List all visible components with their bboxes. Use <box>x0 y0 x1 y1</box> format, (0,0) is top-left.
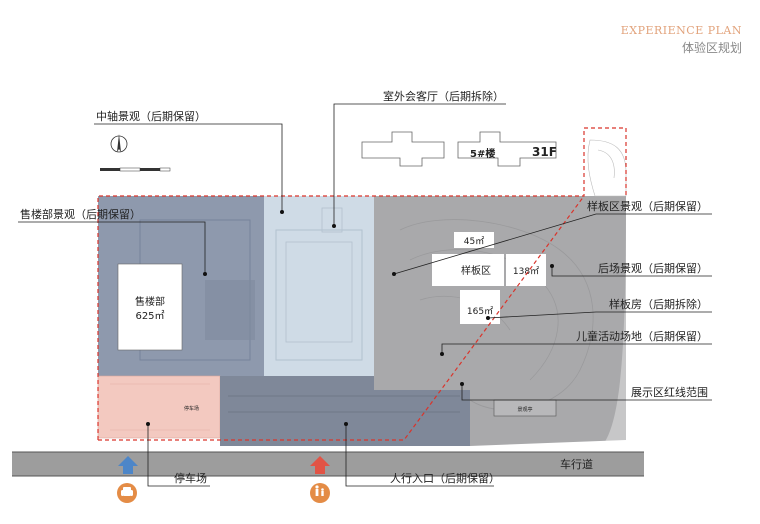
showroom-name: 样板区 <box>461 264 491 277</box>
label-show-area-landscape: 样板区景观（后期保留） <box>587 199 708 213</box>
tower-5-outline <box>361 131 557 167</box>
label-road: 车行道 <box>560 457 593 471</box>
scale-bar <box>100 167 171 172</box>
label-pedestrian-entrance: 人行入口（后期保留） <box>390 471 500 485</box>
leader-children-area <box>440 343 712 356</box>
label-redline: 展示区红线范围 <box>631 385 708 399</box>
label-outdoor-lounge: 室外会客厅（后期拆除） <box>383 89 504 103</box>
unit-45-building <box>454 232 494 248</box>
leader-rear-landscape <box>550 264 712 277</box>
title-cn: 体验区规划 <box>681 41 742 55</box>
leader-show-house <box>486 311 712 320</box>
label-central-axis: 中轴景观（后期保留） <box>96 109 206 123</box>
vehicle-entry-arrow-icon <box>118 456 138 474</box>
label-rear-landscape: 后场景观（后期保留） <box>598 261 708 275</box>
redline-boundary-top <box>97 127 627 440</box>
pedestrian-entry-arrow-icon <box>310 456 330 474</box>
leader-sales-landscape <box>18 221 207 276</box>
sales-office-building <box>117 263 183 351</box>
sales-office-area: 625㎡ <box>135 310 164 322</box>
leader-parking <box>146 422 210 487</box>
title-en: EXPERIENCE PLAN <box>620 24 742 37</box>
redline-boundary-diagonal <box>98 195 585 441</box>
north-arrow-icon <box>110 134 128 153</box>
central-axis-block <box>264 196 374 390</box>
unit-165-label: 165㎡ <box>467 306 493 317</box>
tower-floors: 31F <box>532 145 557 159</box>
leader-redline <box>460 382 712 401</box>
label-parking: 停车场 <box>174 471 207 485</box>
pedestrian-icon <box>310 483 330 503</box>
unit-45-label: 45㎡ <box>464 236 484 247</box>
sales-office-name: 售楼部 <box>135 295 165 308</box>
leader-show-area-landscape <box>392 213 712 276</box>
unit-138-label: 138㎡ <box>513 266 539 277</box>
leader-outdoor-lounge <box>332 103 506 228</box>
pavilion-label: 景观亭 <box>517 406 532 413</box>
label-show-house: 样板房（后期拆除） <box>609 297 708 311</box>
unit-138-building <box>506 254 546 286</box>
car-icon <box>117 483 137 503</box>
label-sales-landscape: 售楼部景观（后期保留） <box>20 207 141 221</box>
leader-pedestrian-entrance <box>344 422 494 487</box>
tower-name: 5#楼 <box>470 147 495 160</box>
leader-central-axis <box>94 123 284 214</box>
parking-small-label: 停车场 <box>184 405 199 412</box>
label-children-area: 儿童活动场地（后期保留） <box>576 329 708 343</box>
parking-lot-block <box>97 375 221 439</box>
